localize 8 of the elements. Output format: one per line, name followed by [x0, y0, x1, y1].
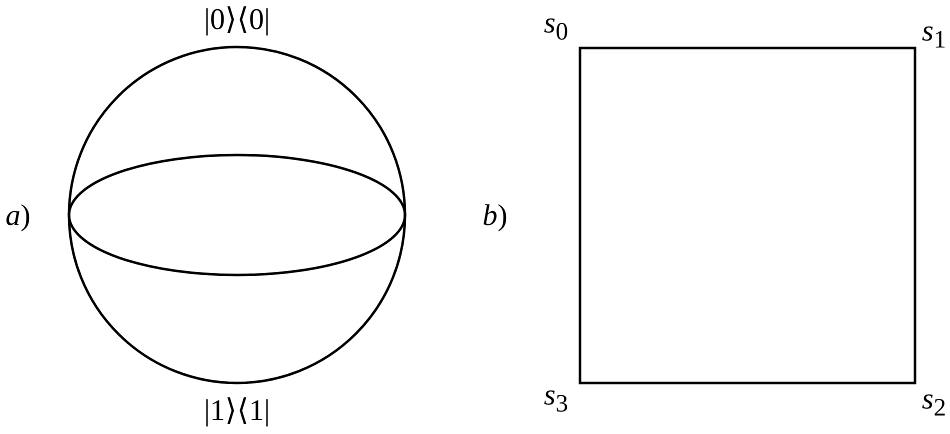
corner-label: s$_{3}$: [544, 378, 568, 420]
panel-label: a): [6, 199, 30, 233]
panel-label: b): [482, 199, 508, 233]
state-label: |0⟩⟨0|: [204, 3, 270, 37]
corner-label: s$_{0}$: [544, 6, 568, 48]
corner-label: s$_{2}$: [922, 382, 946, 424]
state-label: |1⟩⟨1|: [204, 394, 270, 428]
corner-label: s$_{1}$: [922, 14, 946, 56]
